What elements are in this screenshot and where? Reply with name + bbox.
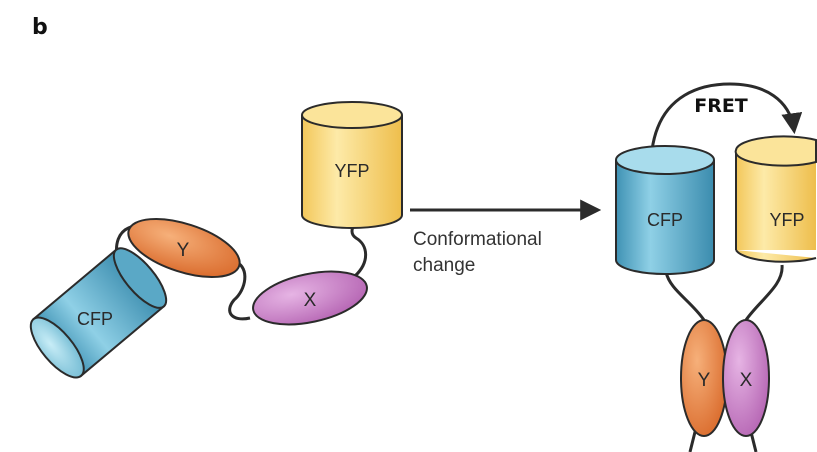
- right-domain-x-label: X: [740, 370, 753, 391]
- right-yfp-cylinder: [734, 135, 817, 263]
- left-domain-x: [252, 270, 368, 326]
- left-yfp-cylinder: [301, 101, 403, 229]
- transition-caption-line2: change: [413, 255, 475, 276]
- transition: Conformational change: [410, 199, 602, 276]
- right-state: FRET CFP YFP Y X: [615, 82, 817, 452]
- left-cfp-cylinder: [29, 247, 168, 379]
- left-state: CFP Y X YFP: [29, 101, 403, 379]
- left-domain-x-label: X: [304, 290, 317, 311]
- left-cfp-label: CFP: [77, 309, 113, 329]
- right-linker-cfp: [664, 271, 706, 321]
- right-domain-y-label: Y: [698, 370, 711, 391]
- right-cfp-label: CFP: [647, 210, 683, 230]
- left-domain-y-label: Y: [177, 240, 190, 261]
- fret-arc-arrow: [650, 82, 803, 151]
- right-linker-yfp: [744, 264, 784, 321]
- fret-label: FRET: [694, 95, 748, 117]
- right-cfp-cylinder: [615, 145, 715, 275]
- linker-x-to-yfp: [350, 224, 368, 278]
- left-yfp-label: YFP: [334, 161, 369, 181]
- linker-y-to-x: [228, 260, 251, 321]
- right-yfp-label: YFP: [769, 210, 804, 230]
- panel-label: b: [32, 15, 48, 40]
- left-domain-y: [127, 217, 241, 279]
- transition-caption-line1: Conformational: [413, 229, 542, 250]
- right-domain-x: [722, 319, 770, 437]
